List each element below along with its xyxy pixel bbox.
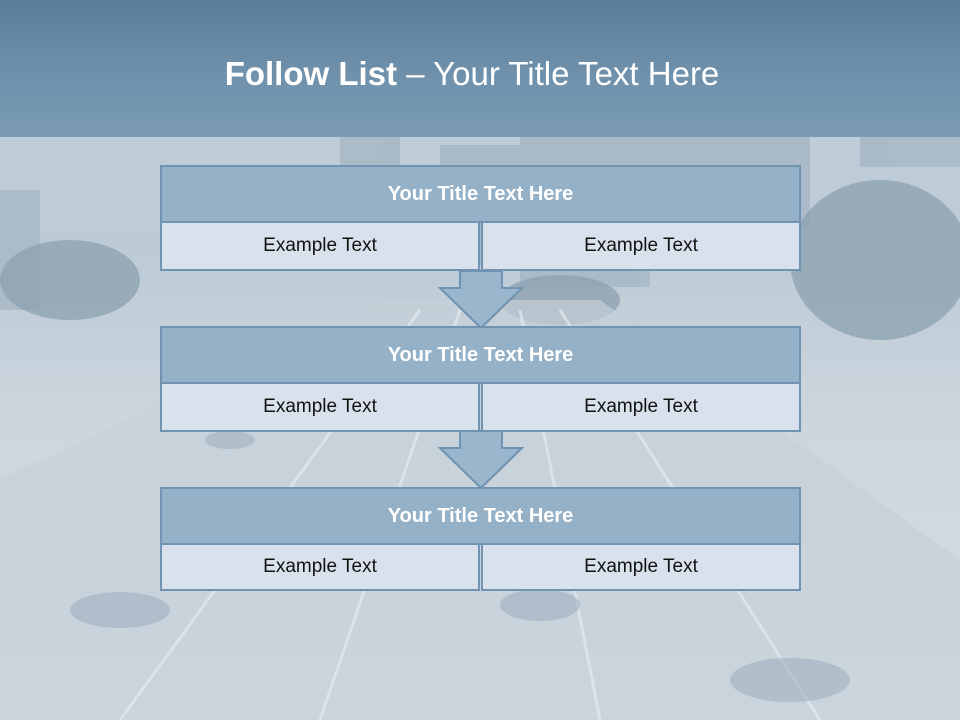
step-title: Your Title Text Here [160, 326, 801, 384]
step-cell-right: Example Text [481, 382, 801, 432]
step-title: Your Title Text Here [160, 487, 801, 545]
down-arrow-icon [438, 270, 524, 330]
slide-title-rest: – Your Title Text Here [397, 55, 720, 92]
step-cell-right: Example Text [481, 543, 801, 591]
step-title: Your Title Text Here [160, 165, 801, 223]
title-bar [0, 0, 960, 137]
down-arrow-icon [438, 430, 524, 490]
step-cell-right: Example Text [481, 221, 801, 271]
step-cell-left: Example Text [160, 543, 480, 591]
slide-title: Follow List – Your Title Text Here [0, 55, 944, 93]
step-cell-left: Example Text [160, 382, 480, 432]
step-cell-left: Example Text [160, 221, 480, 271]
slide-title-bold: Follow List [224, 55, 398, 92]
